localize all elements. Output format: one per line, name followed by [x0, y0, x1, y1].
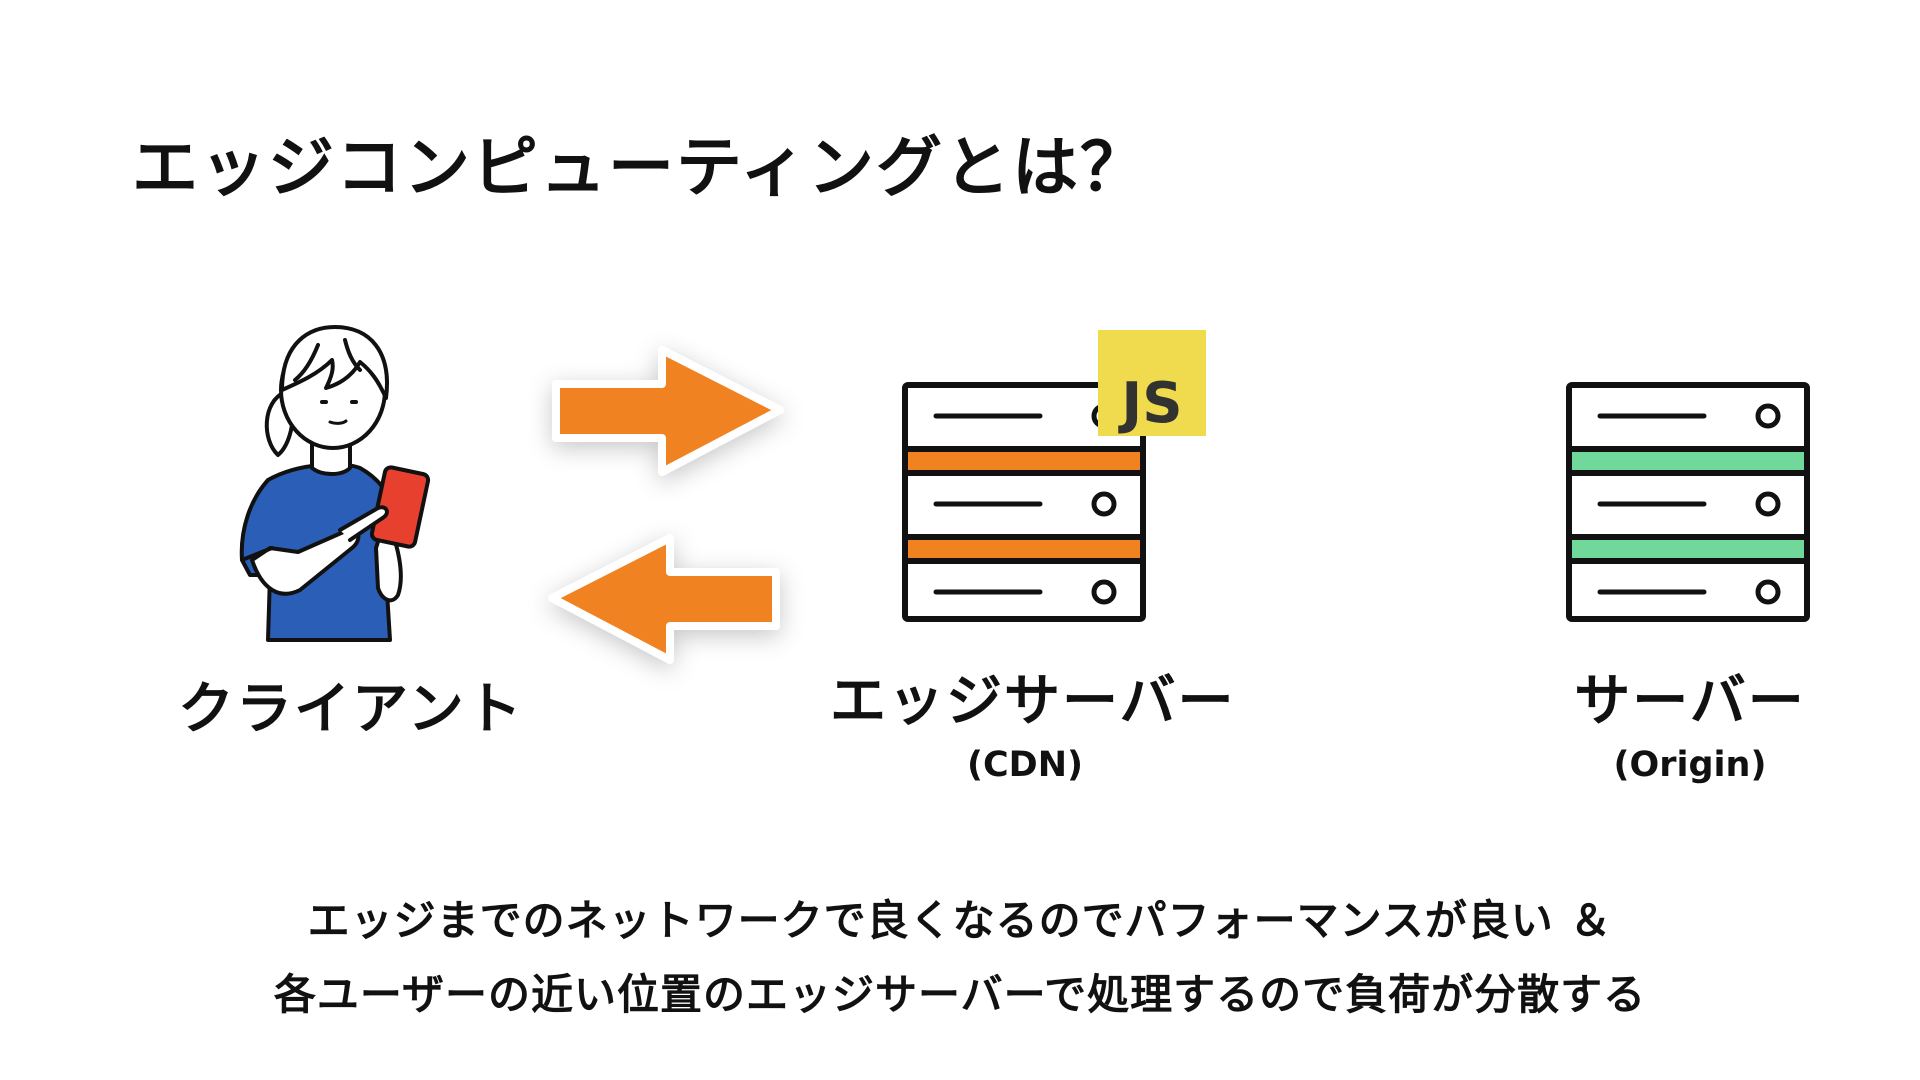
person-with-smartphone-icon — [239, 325, 431, 642]
js-badge-text: JS — [1117, 371, 1182, 436]
arrow-left-icon — [548, 534, 780, 664]
origin-server-label: サーバー — [1574, 669, 1806, 734]
summary-line-2: 各ユーザーの近い位置のエッジサーバーで処理するので負荷が分散する — [273, 970, 1647, 1019]
edge-server-label: エッジサーバー — [830, 669, 1236, 734]
origin-server-icon — [1566, 382, 1810, 622]
page-title: エッジコンピューティングとは？ — [132, 129, 1149, 206]
client-label: クライアント — [178, 677, 524, 742]
origin-server-sublabel: (Origin) — [1613, 745, 1767, 785]
javascript-badge-icon: JS — [1098, 330, 1206, 436]
smartphone-icon — [369, 465, 431, 549]
edge-server-sublabel: (CDN) — [966, 745, 1084, 785]
arrow-right-icon — [552, 346, 784, 476]
summary-line-1: エッジまでのネットワークで良くなるのでパフォーマンスが良い ＆ — [307, 896, 1613, 945]
